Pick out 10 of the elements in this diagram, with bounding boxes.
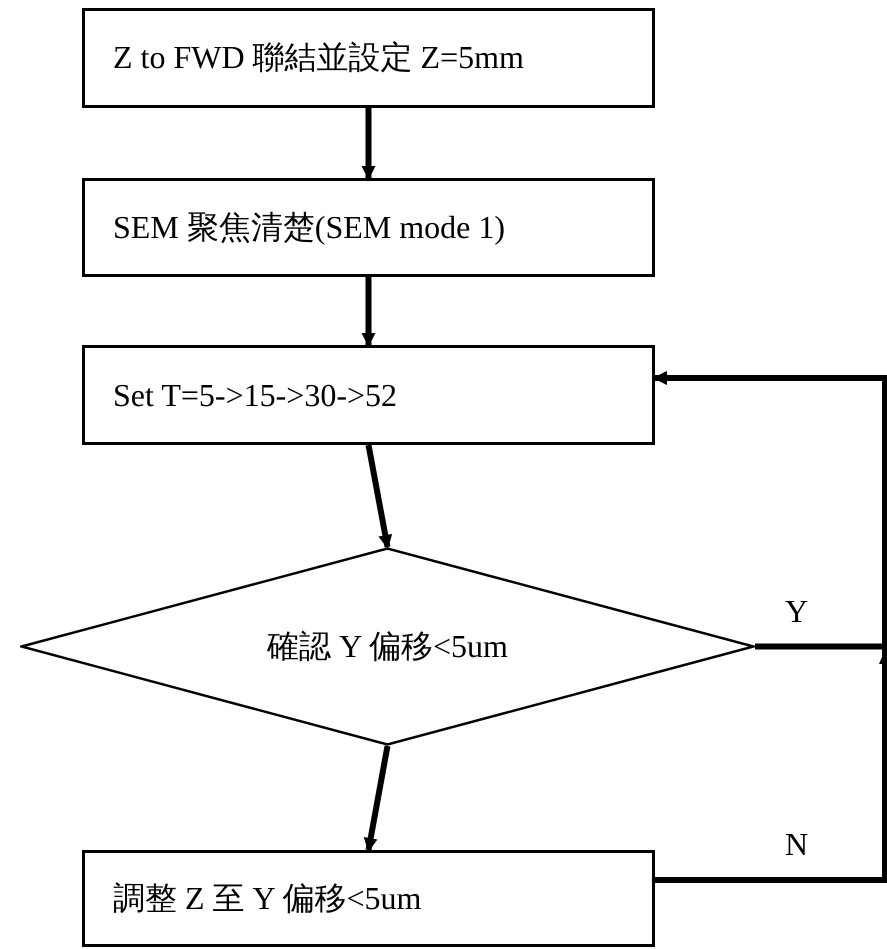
process-box bbox=[82, 178, 655, 277]
node-text: 調整 Z 至 Y 偏移<5um bbox=[112, 878, 422, 918]
node-text: 確認 Y 偏移<5um bbox=[267, 626, 508, 666]
decision-diamond bbox=[20, 547, 755, 746]
node-text: Set T=5->15->30->52 bbox=[112, 376, 398, 414]
process-box bbox=[82, 8, 655, 108]
node-text: Z to FWD 聯結並設定 Z=5mm bbox=[112, 38, 524, 77]
process-box bbox=[82, 345, 655, 445]
process-box bbox=[82, 850, 655, 947]
node-text: SEM 聚焦清楚(SEM mode 1) bbox=[112, 208, 505, 247]
